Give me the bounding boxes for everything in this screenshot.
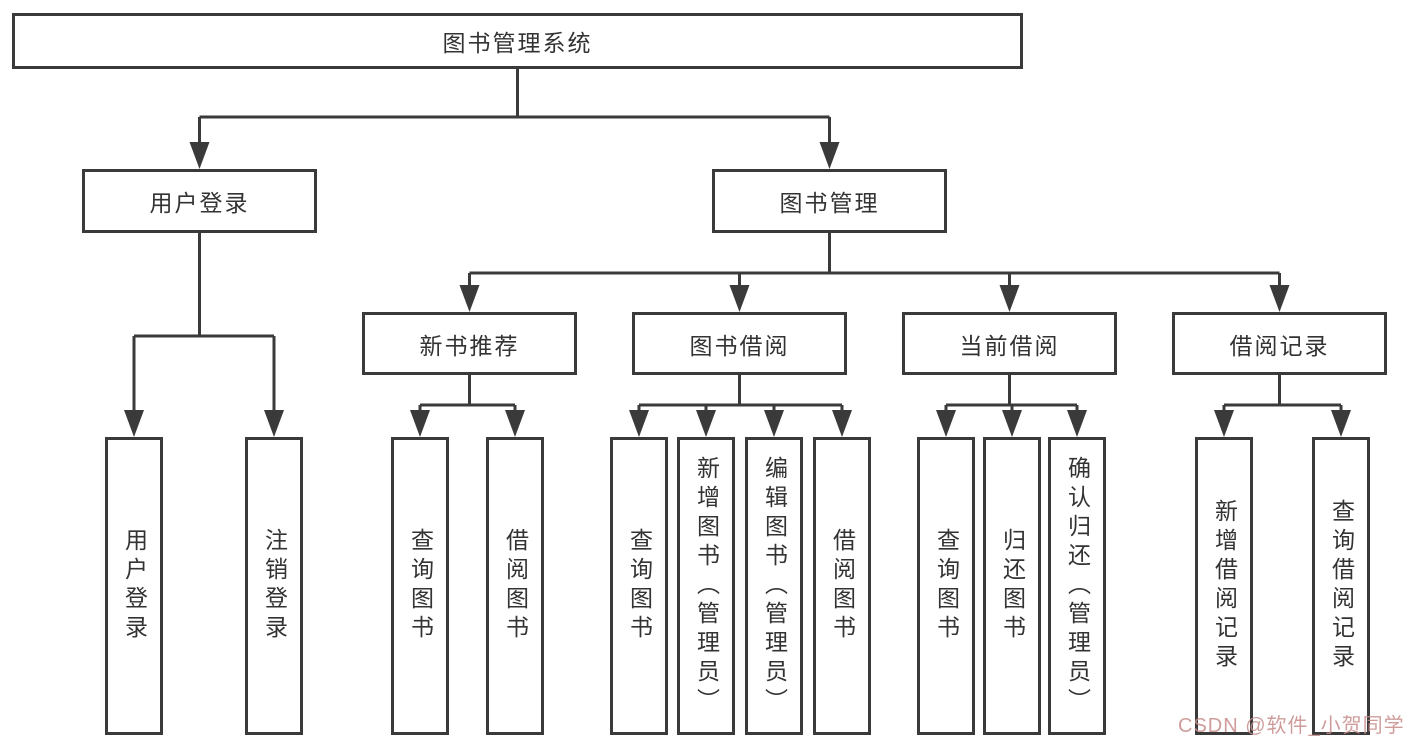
node-logout: 注销登录	[245, 437, 303, 735]
arrow-down-icon	[696, 410, 716, 437]
arrow-down-icon	[264, 410, 284, 437]
node-borrow-books: 借阅图书	[813, 437, 871, 735]
arrow-down-icon	[505, 410, 525, 437]
node-return-books: 归还图书	[983, 437, 1041, 735]
node-query-books-borrow: 查询图书	[610, 437, 668, 735]
node-add-borrow-record: 新增借阅记录	[1195, 437, 1253, 735]
arrow-down-icon	[936, 410, 956, 437]
connector-path	[132, 69, 1343, 412]
arrow-down-icon	[729, 285, 750, 312]
arrow-down-icon	[1214, 410, 1234, 437]
node-confirm-return-admin: 确认归还（管理员）	[1048, 437, 1106, 735]
arrow-down-icon	[629, 410, 649, 437]
node-book-management: 图书管理	[712, 169, 947, 233]
arrow-down-icon	[1269, 285, 1290, 312]
node-library-system: 图书管理系统	[12, 13, 1023, 69]
arrow-down-icon	[124, 410, 144, 437]
arrow-down-icon	[410, 410, 430, 437]
node-edit-book-admin: 编辑图书（管理员）	[745, 437, 803, 735]
arrow-down-icon	[999, 285, 1020, 312]
arrow-down-icon	[1067, 410, 1087, 437]
node-current-borrow: 当前借阅	[902, 312, 1117, 375]
arrowheads	[124, 142, 1351, 437]
arrow-down-icon	[1002, 410, 1022, 437]
arrow-down-icon	[1331, 410, 1351, 437]
arrow-down-icon	[459, 285, 480, 312]
node-new-book-recommend: 新书推荐	[362, 312, 577, 375]
node-borrow-books-recommend: 借阅图书	[486, 437, 544, 735]
node-query-books-recommend: 查询图书	[391, 437, 449, 735]
node-query-borrow-record: 查询借阅记录	[1312, 437, 1370, 735]
arrow-down-icon	[764, 410, 784, 437]
node-user-login: 用户登录	[82, 169, 317, 233]
arrow-down-icon	[832, 410, 852, 437]
arrow-down-icon	[189, 142, 210, 169]
node-add-book-admin: 新增图书（管理员）	[677, 437, 735, 735]
arrow-down-icon	[819, 142, 840, 169]
node-book-borrow: 图书借阅	[632, 312, 847, 375]
watermark: CSDN @软件_小贺同学	[1178, 715, 1405, 737]
node-query-books-current: 查询图书	[917, 437, 975, 735]
node-borrow-records: 借阅记录	[1172, 312, 1387, 375]
node-user-login-leaf: 用户登录	[105, 437, 163, 735]
